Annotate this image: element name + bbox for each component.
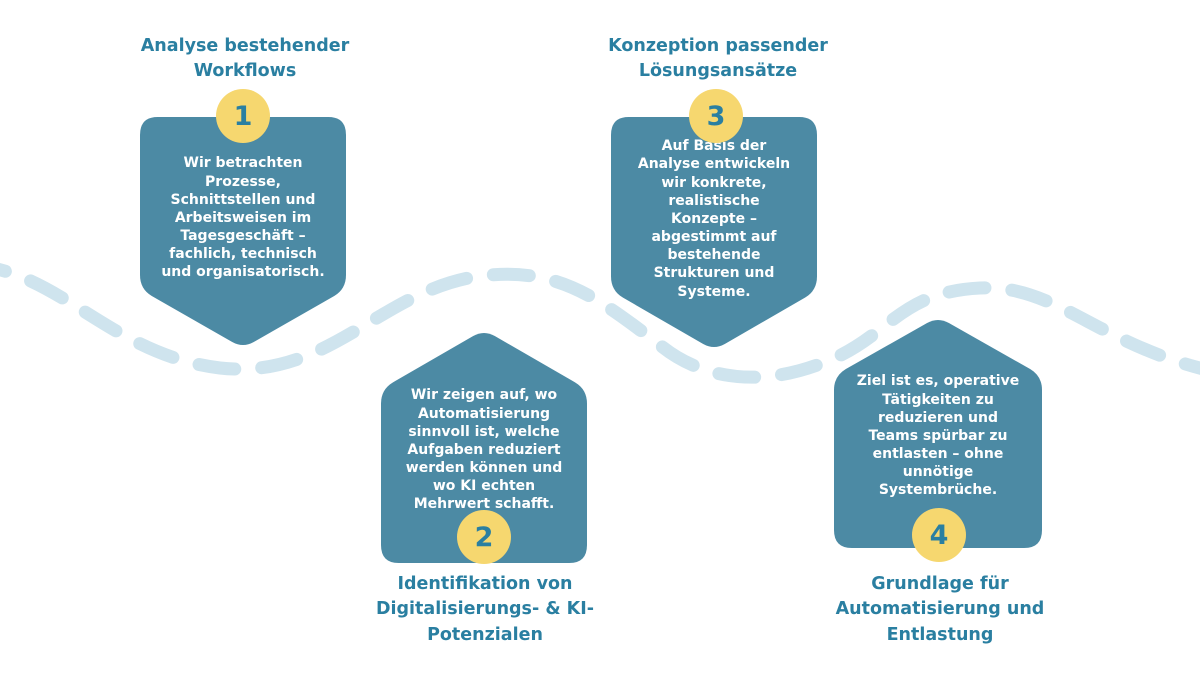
step-number: 2 (474, 521, 494, 553)
step-body: Auf Basis der Analyse entwickeln wir kon… (637, 138, 791, 300)
step-title: Analyse bestehender Workflows (140, 36, 350, 82)
card-shape (834, 320, 1042, 548)
step-number: 4 (929, 519, 949, 551)
step-card: Ziel ist es, operative Tätigkeiten zu re… (834, 318, 1042, 548)
step-number: 3 (706, 100, 726, 132)
step-number: 1 (233, 100, 253, 132)
card-shape-path (140, 117, 346, 345)
step-body: Ziel ist es, operative Tätigkeiten zu re… (856, 373, 1020, 499)
step-body: Wir zeigen auf, wo Automatisierung sinnv… (405, 387, 563, 513)
step-card: Auf Basis der Analyse entwickeln wir kon… (611, 117, 817, 349)
card-shape (140, 117, 346, 345)
card-shape-path (381, 333, 587, 563)
step-card: Wir betrachten Prozesse, Schnittstellen … (140, 117, 346, 347)
step-title: Konzeption passender Lösungsansätze (608, 36, 828, 82)
card-shape-path (834, 320, 1042, 548)
dashed-wave-path (0, 263, 1200, 384)
step-title: Identifikation von Digitalisierungs- & K… (375, 574, 595, 645)
step-number-badge: 1 (216, 89, 270, 143)
step-body: Wir betrachten Prozesse, Schnittstellen … (161, 155, 325, 281)
step-number-badge: 3 (689, 89, 743, 143)
step-card: Wir zeigen auf, wo Automatisierung sinnv… (381, 331, 587, 563)
step-number-badge: 2 (457, 510, 511, 564)
step-title: Grundlage für Automatisierung und Entlas… (835, 574, 1045, 645)
card-shape (381, 333, 587, 563)
card-shape-path (611, 117, 817, 347)
card-shape (611, 117, 817, 347)
step-number-badge: 4 (912, 508, 966, 562)
